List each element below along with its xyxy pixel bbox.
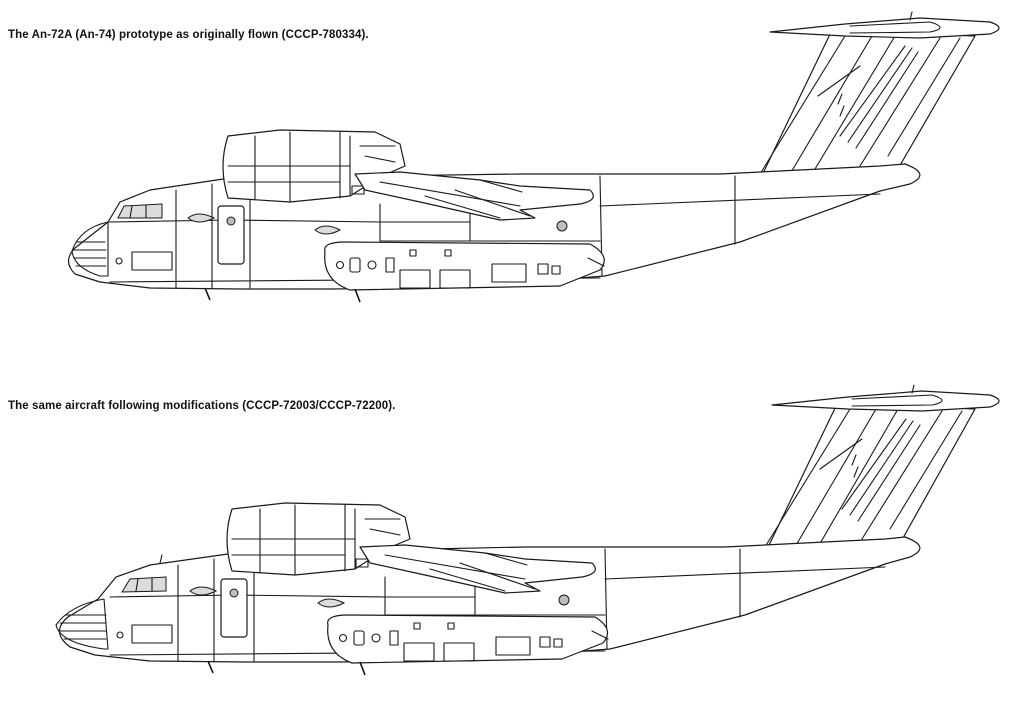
figure-caption-modified: The same aircraft following modification…	[8, 400, 396, 412]
figure-caption-original: The An-72A (An-74) prototype as original…	[8, 29, 369, 41]
aircraft-side-view-icon	[67, 11, 1000, 303]
aircraft-side-view-icon	[55, 384, 1000, 676]
aircraft-airframe	[55, 384, 1000, 676]
aircraft-airframe	[67, 11, 1000, 303]
aircraft-drawing-modified	[0, 377, 1024, 707]
aircraft-drawing-original	[0, 6, 1024, 336]
